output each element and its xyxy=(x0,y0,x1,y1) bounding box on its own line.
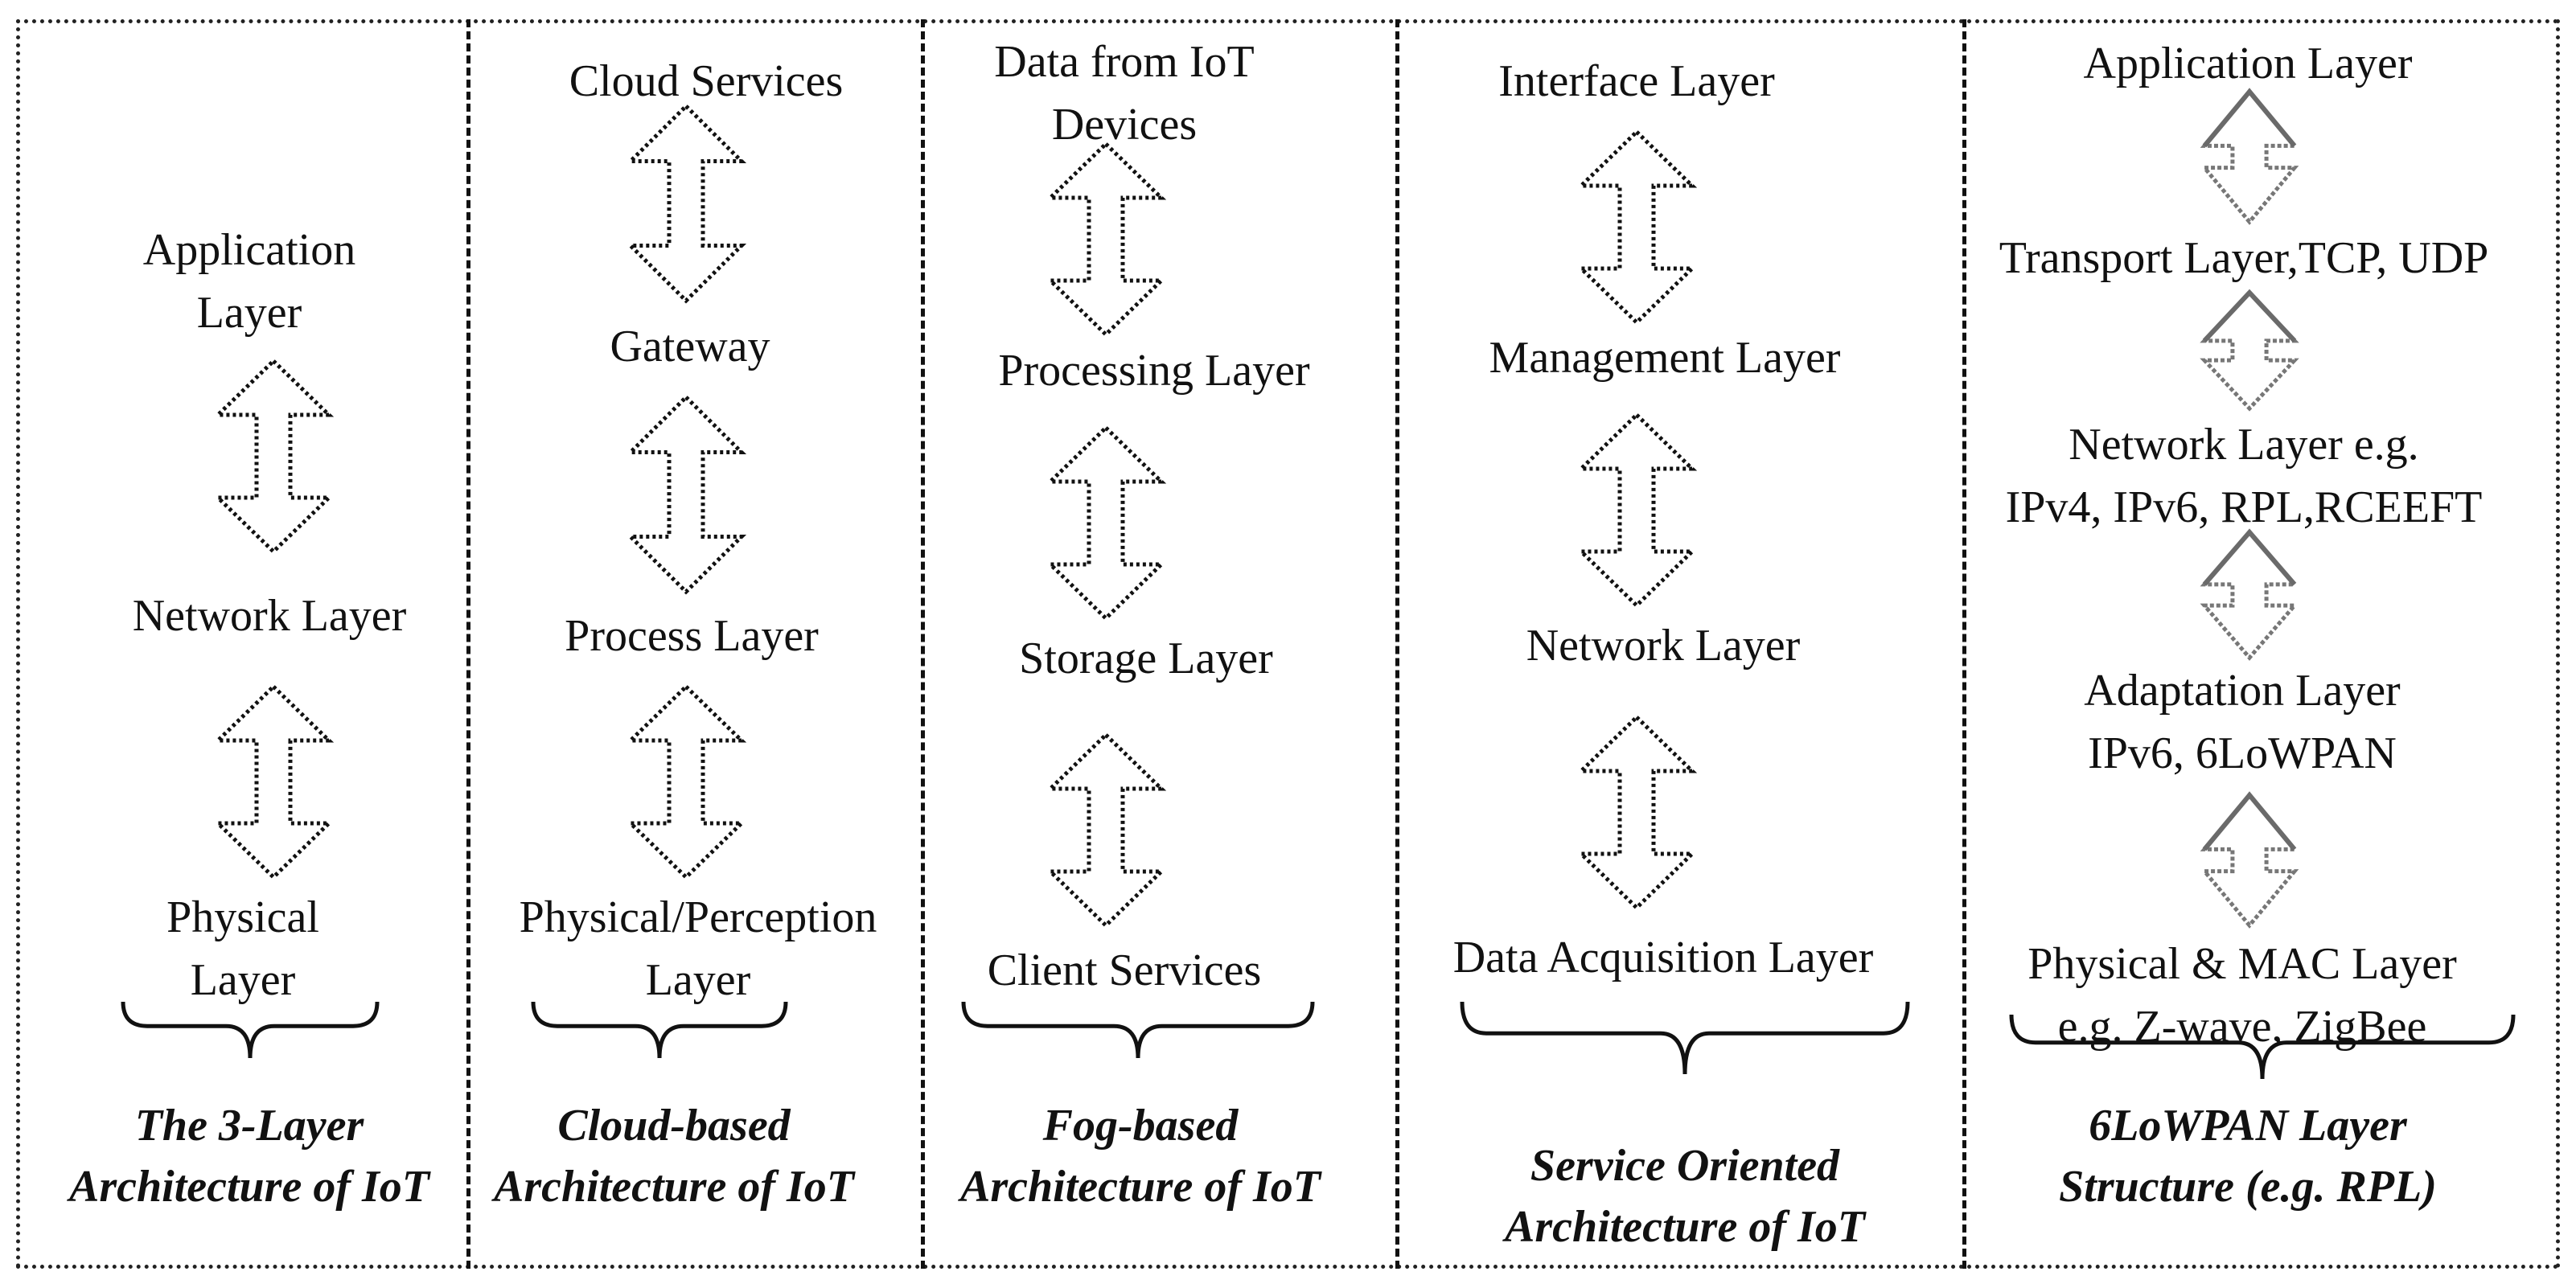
curly-brace-icon xyxy=(2009,1014,2516,1080)
dotted-double-arrow-icon xyxy=(1045,141,1167,338)
layer-gateway: Gateway xyxy=(610,322,770,371)
dotted-double-arrow-icon xyxy=(212,358,335,555)
curly-brace-icon xyxy=(121,1001,380,1059)
gray-double-arrow-icon xyxy=(2200,289,2299,412)
layer-processing: Processing Layer xyxy=(998,346,1310,396)
dotted-double-arrow-icon xyxy=(625,683,747,880)
panel-divider xyxy=(921,19,925,1269)
dotted-double-arrow-icon xyxy=(1045,732,1167,929)
dotted-double-arrow-icon xyxy=(212,683,335,880)
layer-data-acquisition: Data Acquisition Layer xyxy=(1452,933,1874,982)
curly-brace-icon xyxy=(961,1001,1315,1059)
dotted-double-arrow-icon xyxy=(1576,129,1698,326)
dotted-double-arrow-icon xyxy=(1576,412,1698,609)
layer-client-services: Client Services xyxy=(987,945,1262,995)
panel-divider xyxy=(1962,19,1966,1269)
dotted-double-arrow-icon xyxy=(625,394,747,595)
diagram-frame xyxy=(16,19,2560,1269)
layer-management: Management Layer xyxy=(1489,333,1841,383)
layer-application: Application Layer xyxy=(2083,39,2413,88)
layer-storage: Storage Layer xyxy=(1019,634,1273,683)
dotted-double-arrow-icon xyxy=(1045,425,1167,621)
layer-interface: Interface Layer xyxy=(1498,56,1775,106)
gray-double-arrow-icon xyxy=(2200,88,2299,225)
layer-network: Network Layer xyxy=(1526,621,1801,671)
curly-brace-icon xyxy=(531,1001,788,1059)
gray-double-arrow-icon xyxy=(2200,791,2299,929)
dotted-double-arrow-icon xyxy=(1576,714,1698,911)
layer-network: Network Layer xyxy=(132,591,407,641)
panel-divider xyxy=(1395,19,1399,1269)
dotted-double-arrow-icon xyxy=(625,103,747,304)
layer-network-ipv: Network Layer e.g.IPv4, IPv6, RPL,RCEEFT xyxy=(2005,420,2483,532)
curly-brace-icon xyxy=(1460,1001,1910,1075)
layer-cloud-services: Cloud Services xyxy=(569,56,844,106)
layer-transport: Transport Layer,TCP, UDP xyxy=(1999,233,2489,283)
gray-double-arrow-icon xyxy=(2200,528,2299,661)
layer-process: Process Layer xyxy=(565,611,819,661)
panel-divider xyxy=(466,19,470,1269)
